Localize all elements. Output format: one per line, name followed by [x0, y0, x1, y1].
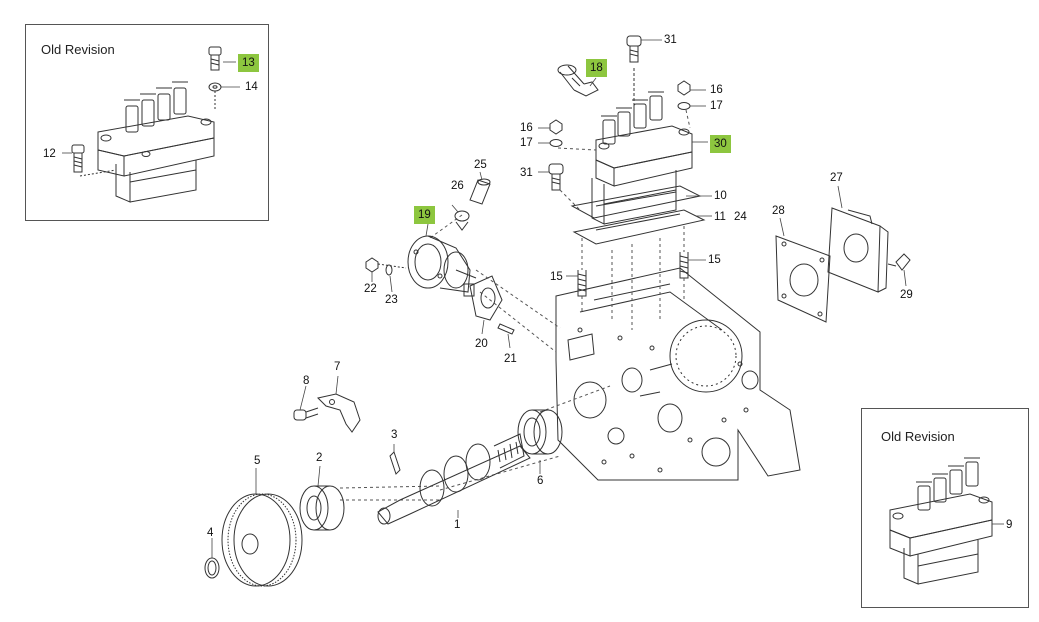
callout-26: 26 [451, 180, 464, 192]
callout-19: 19 [414, 206, 435, 224]
ring-4 [204, 557, 220, 579]
callout-8: 8 [303, 375, 310, 387]
injection-pump-30 [591, 68, 693, 225]
bolt-13 [208, 46, 222, 71]
callout-11: 11 [714, 211, 726, 223]
nut-16-right [677, 80, 691, 96]
callout-17-right: 17 [710, 100, 723, 112]
bolt-12 [71, 144, 85, 173]
cover-27 [827, 207, 889, 293]
callout-6: 6 [537, 475, 544, 487]
key-3 [389, 451, 401, 475]
callout-2: 2 [316, 452, 323, 464]
callout-3: 3 [391, 429, 398, 441]
callout-18: 18 [586, 59, 607, 77]
bearing-6 [517, 409, 563, 455]
callout-13: 13 [238, 54, 259, 72]
callout-7: 7 [334, 361, 341, 373]
callout-23: 23 [385, 294, 398, 306]
gasket-20 [469, 275, 503, 321]
old-injection-pump-bottom-right [889, 457, 993, 585]
gasket-28 [775, 235, 831, 323]
callout-22: 22 [364, 283, 377, 295]
callout-28: 28 [772, 205, 785, 217]
callout-16-left: 16 [520, 122, 533, 134]
callout-4: 4 [207, 527, 214, 539]
callout-12: 12 [43, 148, 56, 160]
inset-title: Old Revision [41, 42, 115, 57]
callout-10: 10 [714, 190, 727, 202]
stud-15-left [577, 270, 587, 297]
callout-31-left: 31 [520, 167, 533, 179]
callout-15-right: 15 [708, 254, 721, 266]
callout-15-left: 15 [550, 271, 563, 283]
part-18 [557, 64, 599, 97]
camshaft-1 [377, 433, 531, 525]
bolt-22 [365, 257, 407, 273]
gear-5 [221, 493, 303, 587]
callout-14: 14 [245, 81, 258, 93]
inset-title: Old Revision [881, 429, 955, 444]
gasket-11 [572, 209, 706, 245]
old-revision-inset-top-left: Old Revision [25, 24, 269, 221]
housing-19 [407, 235, 477, 297]
callout-1: 1 [454, 519, 461, 531]
bolt-8 [293, 407, 319, 421]
callout-5: 5 [254, 455, 261, 467]
callout-16-right: 16 [710, 84, 723, 96]
leader-lines [62, 39, 1004, 558]
part-25 [469, 178, 491, 205]
callout-9: 9 [1006, 519, 1013, 531]
bolt-31-top [626, 35, 642, 63]
callout-17-left: 17 [520, 137, 533, 149]
washer-23 [385, 264, 393, 276]
bearing-2 [299, 485, 345, 531]
bolt-31-left [548, 163, 564, 191]
clamp-7 [317, 393, 361, 433]
callout-29: 29 [900, 289, 913, 301]
part-26 [454, 210, 470, 231]
callout-31-top: 31 [664, 34, 677, 46]
old-revision-inset-bottom-right: Old Revision [861, 408, 1029, 608]
nut-16-left [549, 119, 563, 135]
stud-15-right [679, 252, 689, 279]
callout-30: 30 [710, 135, 731, 153]
callout-25: 25 [474, 159, 487, 171]
washer-17-right [677, 102, 691, 110]
washer-14 [208, 82, 222, 110]
part-29 [887, 253, 911, 271]
callout-21: 21 [504, 353, 517, 365]
old-injection-pump-top-left [79, 81, 215, 203]
gasket-10 [570, 185, 702, 219]
callout-27: 27 [830, 172, 843, 184]
callout-24: 24 [734, 211, 747, 223]
washer-17-left [549, 139, 563, 147]
pin-21 [497, 323, 515, 335]
gear-case [555, 267, 801, 481]
callout-20: 20 [475, 338, 488, 350]
